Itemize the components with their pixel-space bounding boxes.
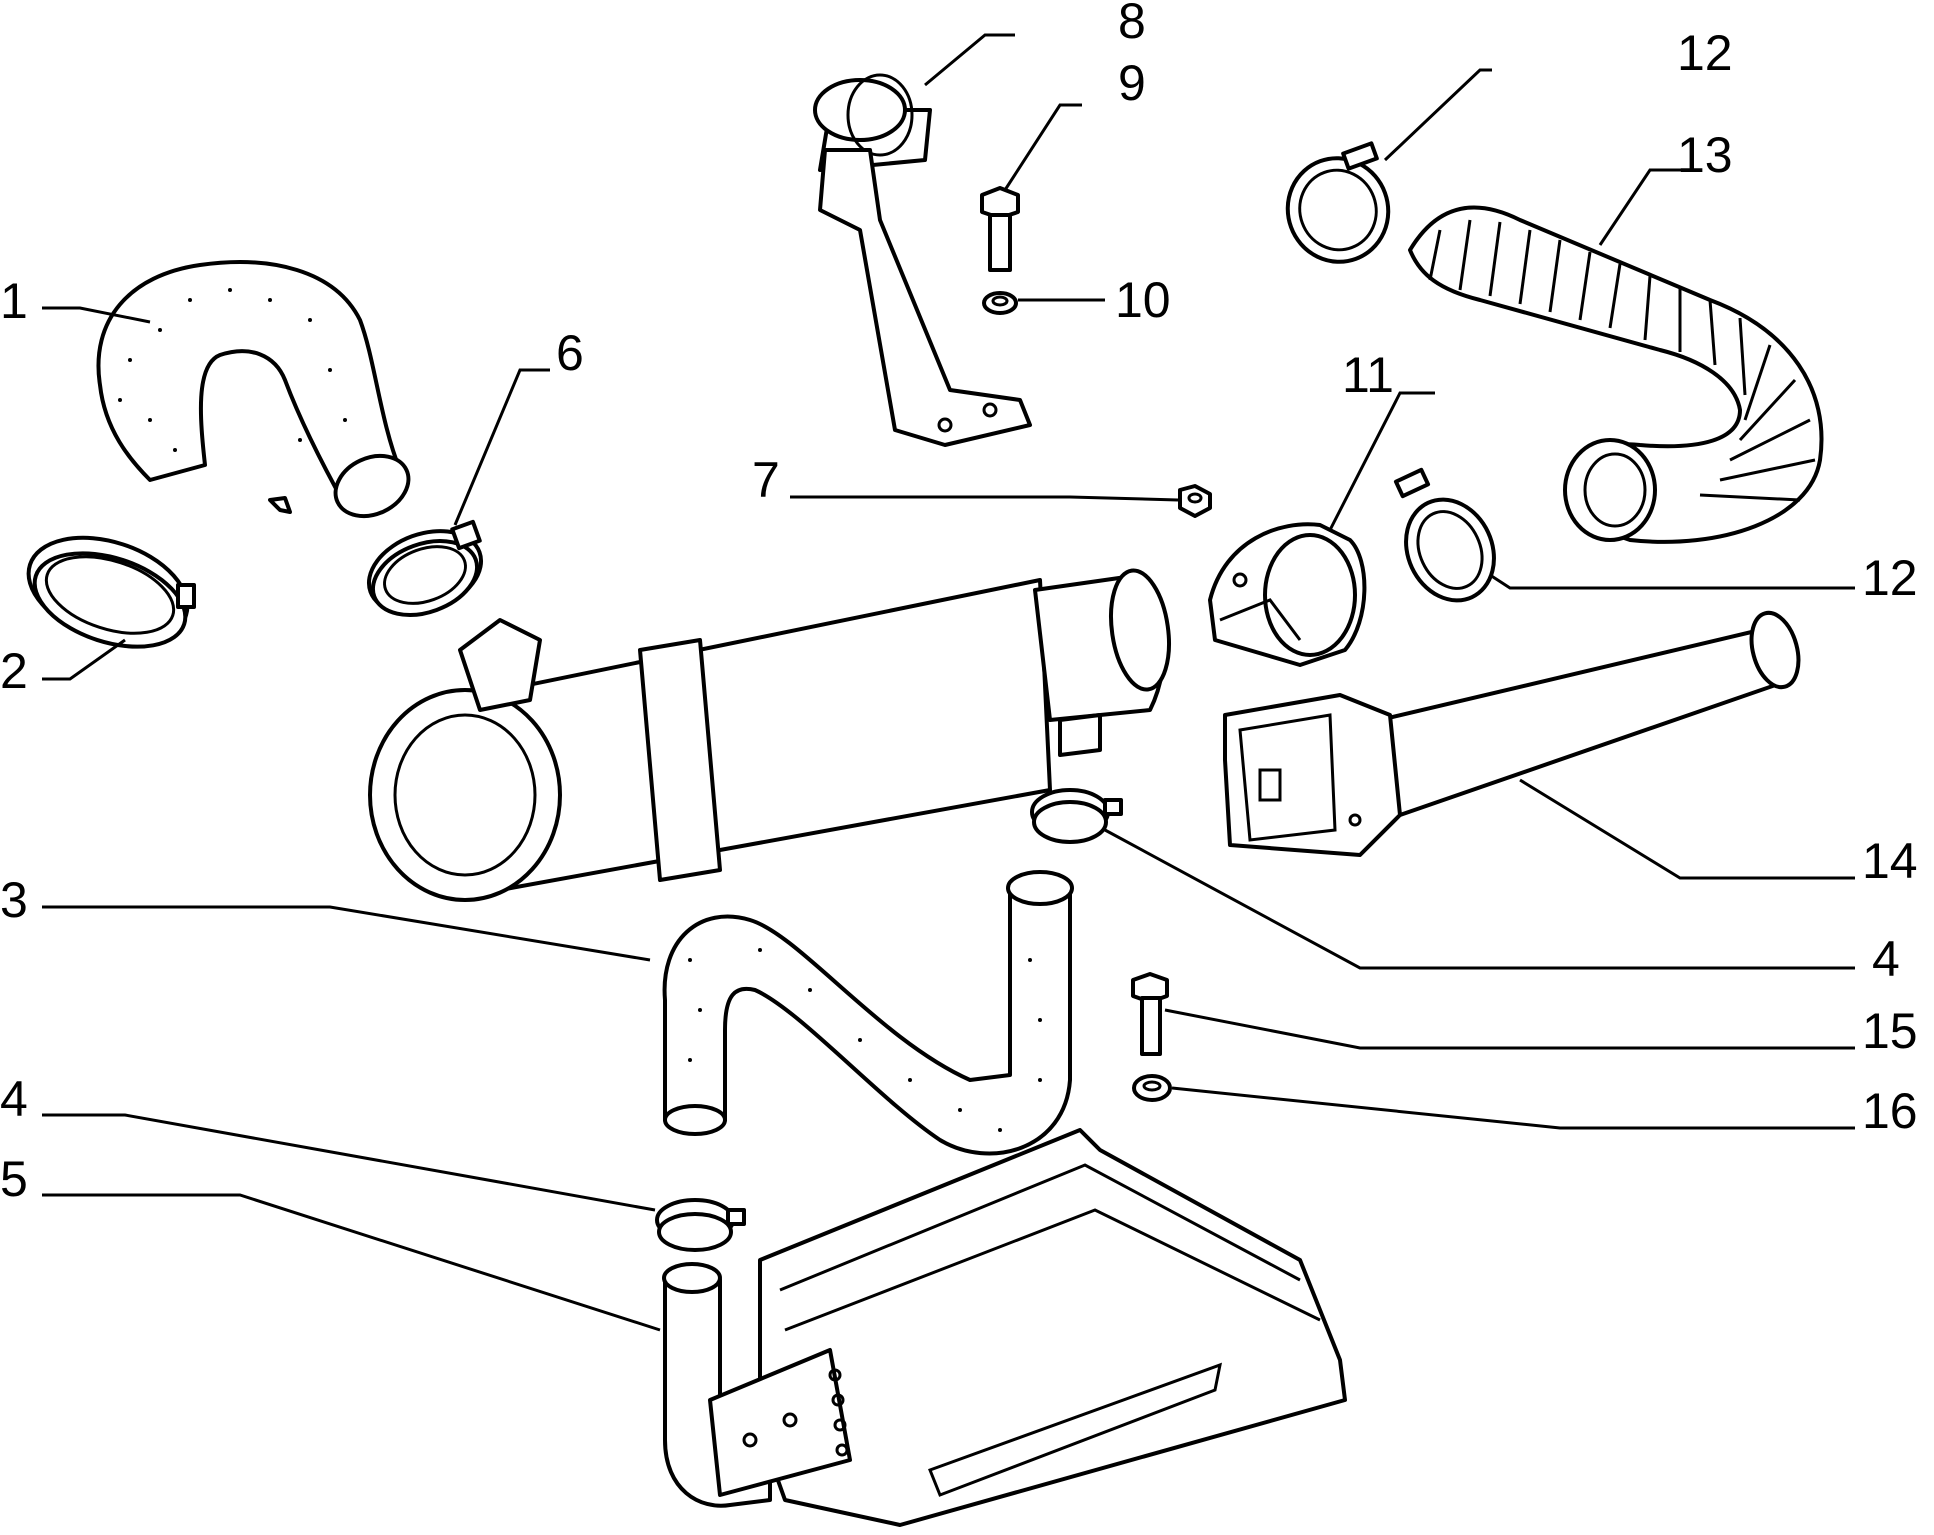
callout-14: 14 [1862, 833, 1918, 889]
bolt-9 [980, 186, 1020, 272]
hose-clamp-12-upper [1285, 141, 1391, 264]
leader-12a [1383, 68, 1492, 162]
hose-texture [688, 948, 1042, 1132]
callout-7: 7 [752, 452, 780, 508]
leader-16 [1171, 1086, 1855, 1130]
callout-1: 1 [0, 273, 28, 329]
callout-8: 8 [1118, 0, 1146, 49]
leader-12b [1489, 573, 1855, 590]
hose-clamp-12-lower [1393, 467, 1496, 603]
callout-11: 11 [1342, 347, 1394, 403]
upper-hose [96, 260, 411, 519]
hose-clamp-4-middle [1030, 788, 1123, 844]
lower-s-hose [662, 870, 1074, 1156]
leader-4a [42, 1113, 656, 1212]
air-filter-housing [368, 568, 1171, 902]
intercooler [662, 1128, 1347, 1527]
leader-4b [1104, 828, 1855, 970]
leader-9 [1003, 103, 1082, 191]
callout-4: 4 [1872, 931, 1900, 987]
hose-clamp-4-lower [655, 1198, 746, 1252]
hose-clamp-left [26, 535, 196, 649]
callout-4: 4 [0, 1071, 28, 1127]
washer-16 [1132, 1074, 1172, 1102]
callout-15: 15 [1862, 1003, 1918, 1059]
callout-13: 13 [1677, 127, 1733, 183]
bolt-15 [1131, 972, 1169, 1056]
hose-clamp-6 [366, 519, 484, 617]
callout-2: 2 [0, 643, 28, 699]
callout-16: 16 [1862, 1083, 1918, 1139]
callout-3: 3 [0, 872, 28, 928]
leader-3 [42, 905, 651, 962]
leader-6 [453, 368, 550, 526]
washer-10 [982, 291, 1018, 315]
leader-7 [790, 495, 1179, 502]
hose-adapter-11 [1208, 522, 1367, 667]
leader-lines [42, 33, 1855, 1332]
mounting-bracket [813, 73, 1032, 447]
callout-5: 5 [0, 1151, 28, 1207]
leader-11 [1328, 391, 1435, 531]
callout-12: 12 [1677, 25, 1733, 81]
leader-2 [42, 638, 126, 681]
leader-14 [1519, 778, 1855, 880]
callout-12: 12 [1862, 550, 1918, 606]
hose-texture [118, 288, 347, 452]
leader-13 [1598, 168, 1700, 246]
callout-6: 6 [556, 325, 584, 381]
leader-5 [42, 1193, 661, 1332]
leader-1 [42, 306, 151, 324]
intake-duct [1223, 610, 1801, 857]
leader-8 [924, 33, 1015, 87]
leader-15 [1164, 1008, 1855, 1050]
corrugated-hose [1408, 205, 1824, 544]
callout-10: 10 [1115, 272, 1171, 328]
corrugation-lines [1428, 219, 1816, 502]
callout-labels: 1 2 3 4 4 5 6 7 8 9 10 11 12 12 13 14 15… [0, 0, 1918, 1207]
callout-9: 9 [1118, 55, 1146, 111]
nut-7 [1178, 484, 1212, 518]
